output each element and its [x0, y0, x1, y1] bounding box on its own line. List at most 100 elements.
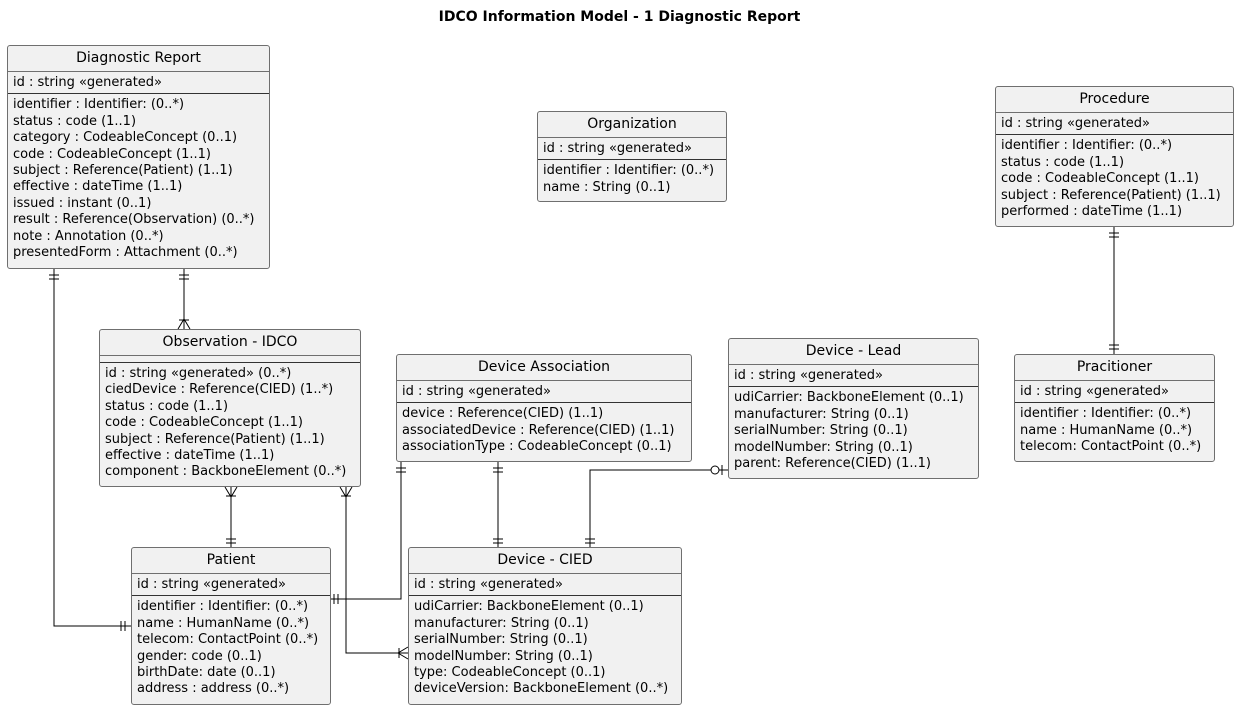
attribute: ciedDevice : Reference(CIED) (1..*): [105, 382, 334, 398]
attribute: note : Annotation (0..*): [13, 228, 164, 244]
attribute: identifier : Identifier: (0..*): [13, 97, 185, 113]
entity-title: Device Association: [397, 355, 691, 381]
report-patient-one-marker-end: [120, 621, 126, 631]
attribute: identifier : Identifier: (0..*): [1001, 138, 1173, 154]
attribute: parent: Reference(CIED) (1..1): [734, 455, 931, 471]
attribute: name : String (0..1): [543, 179, 671, 195]
entity-practitioner: Pracitioner id : string «generated» iden…: [1014, 354, 1215, 462]
entity-key: id : string «generated»: [397, 381, 691, 404]
procedure-practitioner-one-marker-bottom: [1109, 344, 1119, 350]
association-cied-one-marker-top: [493, 467, 503, 473]
attribute: identifier : Identifier: (0..*): [137, 599, 309, 615]
attribute: status : code (1..1): [1001, 154, 1125, 170]
attribute: udiCarrier: BackboneElement (0..1): [734, 390, 964, 406]
attribute: manufacturer: String (0..1): [414, 615, 589, 631]
entity-title: Patient: [132, 548, 330, 574]
attribute: telecom: ContactPoint (0..*): [137, 632, 319, 648]
observation-patient-many-marker: [224, 486, 238, 498]
entity-procedure: Procedure id : string «generated» identi…: [995, 86, 1234, 227]
attribute: modelNumber: String (0..1): [414, 648, 593, 664]
edge-observation-cied: [345, 487, 408, 654]
entity-device-cied: Device - CIED id : string «generated» ud…: [408, 547, 682, 705]
attribute: id : string «generated» (0..*): [105, 366, 292, 381]
attribute: code : CodeableConcept (1..1): [13, 146, 211, 162]
attribute: presentedForm : Attachment (0..*): [13, 244, 238, 260]
report-observation-one-marker: [179, 274, 189, 280]
report-patient-one-marker-top: [49, 274, 59, 280]
attribute: effective : dateTime (1..1): [105, 447, 275, 463]
entity-title: Procedure: [996, 87, 1233, 113]
attribute: performed : dateTime (1..1): [1001, 203, 1183, 219]
entity-key: id : string «generated»: [8, 72, 269, 95]
attribute: status : code (1..1): [105, 398, 229, 414]
attribute: category : CodeableConcept (0..1): [13, 130, 238, 146]
entity-observation-idco: Observation - IDCO id : string «generate…: [99, 329, 361, 487]
observation-cied-crowfoot: [397, 646, 409, 660]
entity-key: [100, 356, 360, 363]
attribute: issued : instant (0..1): [13, 195, 152, 211]
association-patient-one-marker-top: [396, 467, 406, 473]
attribute: manufacturer: String (0..1): [734, 406, 909, 422]
attribute: telecom: ContactPoint (0..*): [1020, 439, 1202, 455]
attribute: name : HumanName (0..*): [1020, 422, 1193, 438]
lead-cied-zero-marker: [710, 465, 720, 475]
attribute: subject : Reference(Patient) (1..1): [13, 162, 233, 178]
attribute: component : BackboneElement (0..*): [105, 464, 347, 480]
attribute: subject : Reference(Patient) (1..1): [1001, 187, 1221, 203]
attribute: result : Reference(Observation) (0..*): [13, 212, 255, 228]
entity-key: id : string «generated»: [132, 574, 330, 597]
entity-attributes: identifier : Identifier: (0..*) status :…: [996, 135, 1233, 222]
entity-title: Observation - IDCO: [100, 330, 360, 356]
attribute: gender: code (0..1): [137, 648, 262, 664]
attribute: code : CodeableConcept (1..1): [1001, 171, 1199, 187]
entity-key: id : string «generated»: [729, 365, 978, 388]
attribute: associationType : CodeableConcept (0..1): [402, 439, 672, 455]
entity-key: id : string «generated»: [1015, 381, 1214, 404]
entity-key: id : string «generated»: [409, 574, 681, 597]
attribute: modelNumber: String (0..1): [734, 439, 913, 455]
procedure-practitioner-one-marker-top: [1109, 232, 1119, 238]
entity-title: Organization: [538, 112, 726, 138]
attribute: serialNumber: String (0..1): [734, 423, 908, 439]
observation-cied-many-marker: [339, 486, 353, 498]
attribute: subject : Reference(Patient) (1..1): [105, 431, 325, 447]
entity-title: Device - CIED: [409, 548, 681, 574]
attribute: effective : dateTime (1..1): [13, 179, 183, 195]
edge-association-patient: [330, 462, 402, 600]
lead-cied-one-marker-bottom: [585, 538, 595, 544]
entity-device-association: Device Association id : string «generate…: [396, 354, 692, 462]
entity-attributes: identifier : Identifier: (0..*) status :…: [8, 94, 269, 263]
attribute: type: CodeableConcept (0..1): [414, 664, 606, 680]
entity-key: id : string «generated»: [996, 113, 1233, 136]
attribute: status : code (1..1): [13, 113, 137, 129]
entity-device-lead: Device - Lead id : string «generated» ud…: [728, 338, 979, 479]
attribute: device : Reference(CIED) (1..1): [402, 406, 604, 422]
edge-report-patient: [53, 269, 131, 627]
entity-diagnostic-report: Diagnostic Report id : string «generated…: [7, 45, 270, 269]
entity-title: Pracitioner: [1015, 355, 1214, 381]
edge-lead-cied: [589, 469, 728, 547]
entity-attributes: id : string «generated» (0..*) ciedDevic…: [100, 363, 360, 483]
entity-attributes: identifier : Identifier: (0..*) name : H…: [1015, 403, 1214, 457]
diagram-title: IDCO Information Model - 1 Diagnostic Re…: [438, 9, 801, 25]
attribute: identifier : Identifier: (0..*): [543, 163, 715, 179]
attribute: deviceVersion: BackboneElement (0..*): [414, 681, 669, 697]
entity-organization: Organization id : string «generated» ide…: [537, 111, 727, 202]
entity-attributes: udiCarrier: BackboneElement (0..1) manuf…: [729, 387, 978, 474]
entity-attributes: identifier : Identifier: (0..*) name : H…: [132, 596, 330, 699]
attribute: address : address (0..*): [137, 681, 290, 697]
attribute: birthDate: date (0..1): [137, 664, 276, 680]
entity-title: Device - Lead: [729, 339, 978, 365]
attribute: identifier : Identifier: (0..*): [1020, 406, 1192, 422]
attribute: udiCarrier: BackboneElement (0..1): [414, 599, 644, 615]
entity-title: Diagnostic Report: [8, 46, 269, 72]
entity-attributes: udiCarrier: BackboneElement (0..1) manuf…: [409, 596, 681, 699]
entity-key: id : string «generated»: [538, 138, 726, 161]
association-cied-one-marker-bottom: [493, 538, 503, 544]
entity-attributes: device : Reference(CIED) (1..1) associat…: [397, 403, 691, 457]
attribute: associatedDevice : Reference(CIED) (1..1…: [402, 422, 675, 438]
entity-attributes: identifier : Identifier: (0..*) name : S…: [538, 160, 726, 198]
entity-patient: Patient id : string «generated» identifi…: [131, 547, 331, 705]
observation-patient-one-marker: [226, 538, 236, 544]
